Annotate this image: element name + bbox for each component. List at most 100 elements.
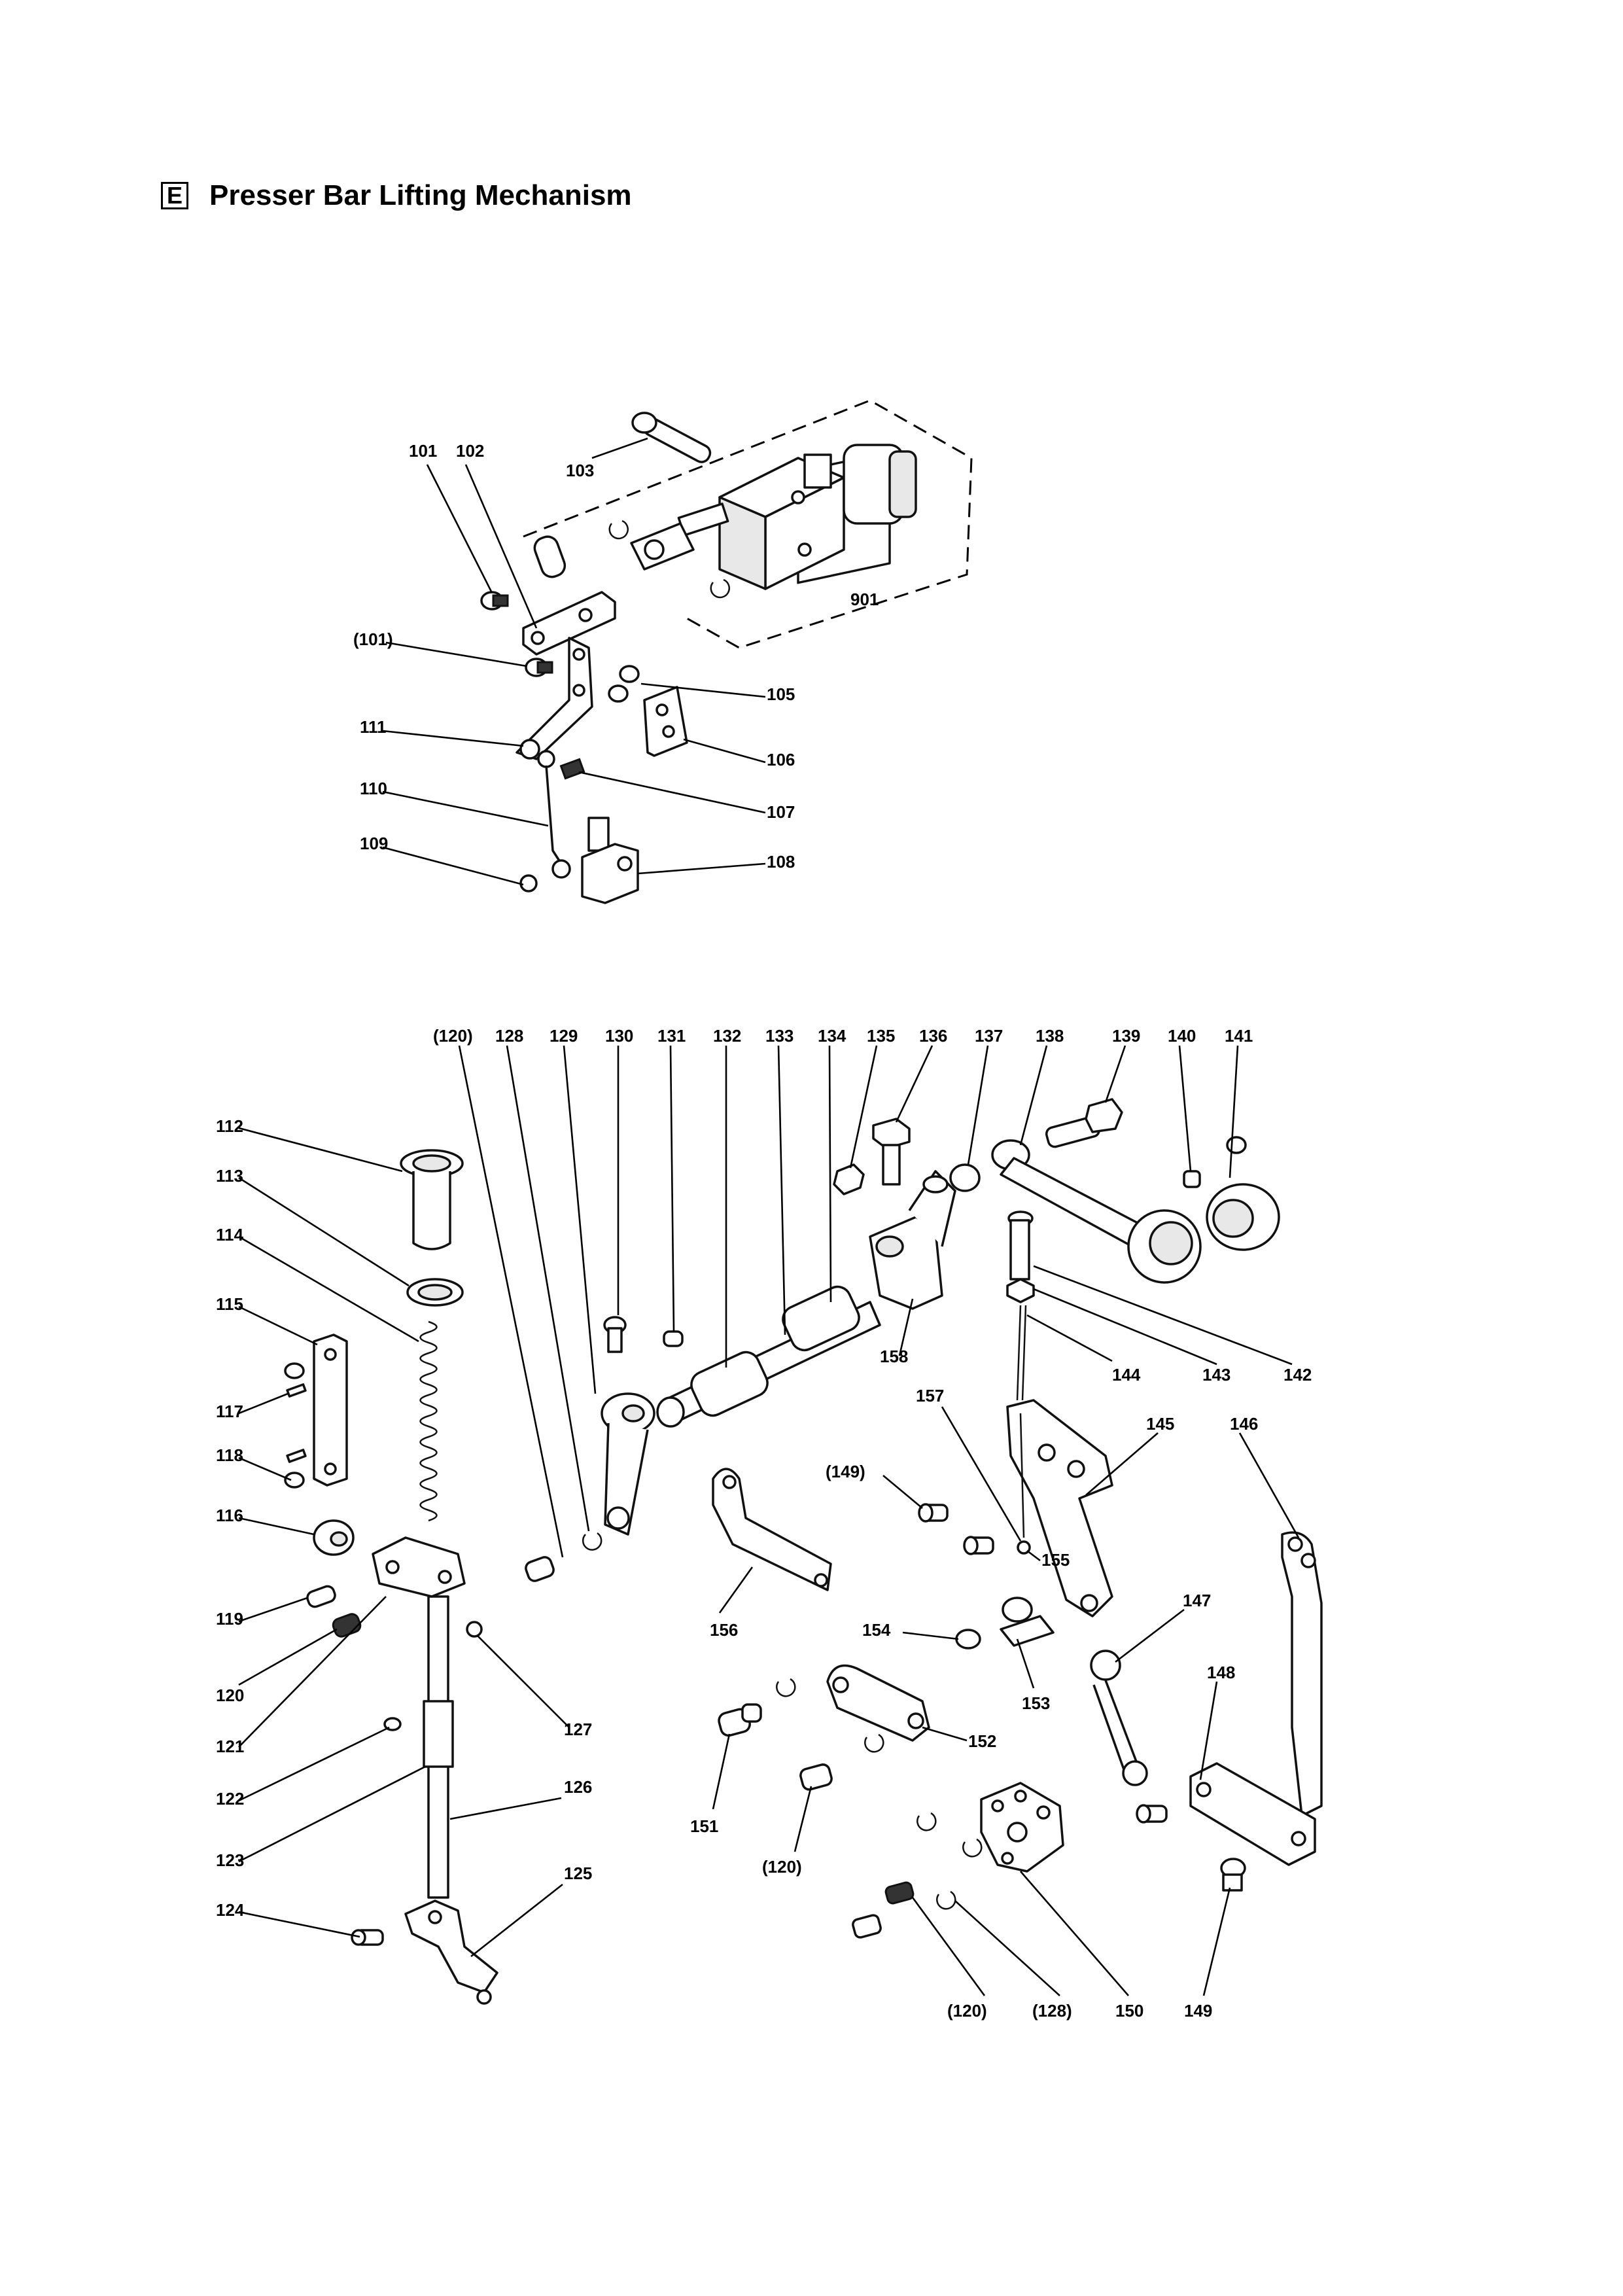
- callout-123: 123: [216, 1850, 244, 1870]
- lever-146: [1281, 1531, 1323, 1817]
- callout-140: 140: [1168, 1026, 1196, 1046]
- leader-120: [238, 1628, 338, 1686]
- callout-155: 155: [1041, 1550, 1070, 1570]
- leader-120c: [911, 1897, 986, 1996]
- screw-117: [284, 1362, 307, 1398]
- leader-154: [902, 1631, 959, 1640]
- leader-116: [238, 1517, 315, 1536]
- callout-116: 116: [216, 1506, 243, 1525]
- leader-118: [238, 1457, 292, 1481]
- leader-110: [382, 790, 549, 827]
- callout-156: 156: [710, 1620, 738, 1640]
- callout-143: 143: [1202, 1365, 1230, 1385]
- leader-157: [941, 1406, 1022, 1542]
- section-letter-box: E: [161, 182, 188, 209]
- callout-129: 129: [550, 1026, 578, 1046]
- stud-144: [1016, 1305, 1027, 1401]
- leader-147: [1115, 1608, 1185, 1663]
- screw-101-b: [525, 658, 553, 677]
- leader-106: [683, 738, 766, 764]
- callout-117: 117: [216, 1402, 243, 1421]
- callout-130: 130: [605, 1026, 633, 1046]
- screw-130: [603, 1316, 627, 1353]
- lower-assembly: (120) 128 129 130 131 132 133 134 135 13…: [216, 1026, 1323, 2021]
- leader-139: [1104, 1045, 1126, 1103]
- leader-137: [967, 1045, 989, 1165]
- leader-121: [238, 1596, 387, 1748]
- link-plate-102: [522, 591, 616, 656]
- bolt-103: [631, 412, 712, 463]
- callout-158: 158: [880, 1347, 908, 1366]
- leader-112: [238, 1127, 403, 1173]
- callout-115: 115: [216, 1294, 243, 1314]
- callout-141: 141: [1225, 1026, 1253, 1046]
- screw-107: [559, 758, 585, 780]
- callout-136: 136: [919, 1026, 947, 1046]
- leader-153: [1016, 1638, 1035, 1689]
- leader-127: [477, 1635, 570, 1728]
- leader-145: [1085, 1432, 1159, 1496]
- e-ring-128: [936, 1890, 956, 1910]
- section-header: E Presser Bar Lifting Mechanism: [161, 179, 632, 212]
- air-cylinder-901: [630, 444, 917, 590]
- leader-143: [1033, 1288, 1217, 1366]
- leader-122: [238, 1726, 390, 1802]
- leader-134: [828, 1045, 832, 1303]
- callout-146: 146: [1230, 1414, 1258, 1434]
- screw-124: [351, 1929, 384, 1946]
- callout-102: 102: [456, 441, 484, 461]
- callout-154: 154: [862, 1620, 891, 1640]
- washer-137: [949, 1163, 981, 1192]
- screw-120c: [852, 1881, 915, 1939]
- leader-129: [563, 1045, 597, 1394]
- leader-109: [382, 846, 524, 886]
- callout-111: 111: [360, 717, 387, 737]
- callout-151: 151: [690, 1816, 718, 1836]
- link-138: [991, 1139, 1202, 1284]
- leader-101: [426, 464, 493, 593]
- e-ring-129: [582, 1532, 602, 1551]
- callout-109: 109: [360, 834, 388, 853]
- callout-131: 131: [657, 1026, 686, 1046]
- leader-150: [1020, 1871, 1129, 1996]
- pin: [533, 535, 567, 578]
- leader-128: [506, 1045, 590, 1532]
- e-ring: [776, 1678, 796, 1697]
- callout-144: 144: [1112, 1365, 1141, 1385]
- callout-135: 135: [867, 1026, 895, 1046]
- callout-157: 157: [916, 1386, 944, 1405]
- callout-108: 108: [767, 852, 795, 872]
- screw-154: [955, 1629, 981, 1650]
- leader-136: [895, 1045, 934, 1123]
- nut-135: [833, 1163, 865, 1195]
- leader-156: [718, 1566, 754, 1614]
- bushing-112: [400, 1149, 464, 1250]
- crank-arm: [601, 1392, 655, 1536]
- leader-152: [922, 1726, 968, 1742]
- callout-901: 901: [850, 590, 879, 609]
- leader-155: [1026, 1549, 1041, 1562]
- leader-107: [578, 771, 766, 814]
- leader-144: [1026, 1314, 1113, 1362]
- rod-157: [1019, 1413, 1025, 1538]
- callout-105: 105: [767, 684, 795, 704]
- leader-119: [238, 1597, 308, 1623]
- block-108: [581, 817, 639, 904]
- leader-113: [238, 1176, 410, 1287]
- leader-125: [470, 1883, 563, 1958]
- bolt-136: [872, 1118, 911, 1186]
- callout-120c: (120): [947, 2001, 987, 2021]
- leader-146: [1238, 1432, 1300, 1538]
- link-152: [826, 1664, 930, 1742]
- holder-121: [372, 1536, 466, 1598]
- callout-121: 121: [216, 1737, 244, 1756]
- link-156: [712, 1468, 832, 1591]
- callout-124: 124: [216, 1900, 245, 1920]
- leader-103: [591, 437, 648, 459]
- callout-142: 142: [1283, 1365, 1312, 1385]
- callout-113: 113: [216, 1166, 243, 1186]
- lifting-shaft: [656, 1285, 881, 1428]
- spring-114: [419, 1320, 438, 1522]
- screw-131: [663, 1330, 684, 1347]
